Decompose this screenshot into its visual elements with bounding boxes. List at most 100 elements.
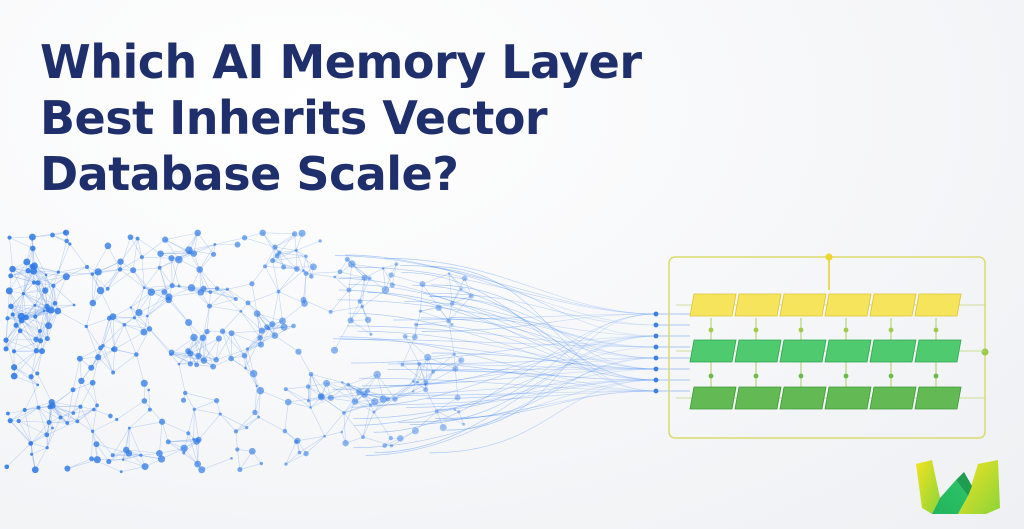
vector-point xyxy=(31,280,37,285)
vector-point xyxy=(42,287,49,294)
vector-point xyxy=(323,379,331,387)
yellow-block xyxy=(689,293,737,317)
vector-point xyxy=(208,290,213,295)
flow-line xyxy=(446,313,657,431)
vector-point xyxy=(282,428,288,434)
flow-line xyxy=(374,335,657,453)
vector-point xyxy=(156,449,163,457)
vector-point xyxy=(89,299,97,307)
vector-point xyxy=(418,309,422,313)
vector-point xyxy=(52,300,58,306)
flow-line xyxy=(404,301,657,348)
vector-point xyxy=(36,383,40,387)
vector-point xyxy=(234,241,241,248)
vector-point xyxy=(388,435,393,441)
vector-point xyxy=(361,435,365,440)
vector-point xyxy=(459,287,463,291)
vector-point xyxy=(147,407,152,412)
vector-point xyxy=(328,309,333,314)
vector-point xyxy=(453,408,457,412)
vector-point xyxy=(214,286,220,291)
vector-point xyxy=(280,323,288,331)
vector-point xyxy=(89,456,94,462)
vector-point xyxy=(111,347,115,351)
vector-point xyxy=(161,288,168,295)
flow-line xyxy=(429,379,657,454)
vector-point xyxy=(458,357,465,364)
vector-point xyxy=(249,281,255,287)
vector-point xyxy=(272,244,278,250)
vector-point xyxy=(180,397,187,403)
vector-point xyxy=(119,470,123,474)
vector-point xyxy=(228,330,235,337)
green-block xyxy=(914,339,962,363)
vector-point xyxy=(369,332,373,336)
flow-line xyxy=(401,272,657,392)
green-block xyxy=(824,339,872,363)
vector-point xyxy=(249,369,258,378)
vector-point xyxy=(394,262,399,266)
vector-point xyxy=(93,441,100,448)
vector-point xyxy=(183,390,188,396)
flow-line xyxy=(430,266,657,392)
flow-line xyxy=(353,346,657,426)
vector-point xyxy=(3,337,9,343)
vector-point xyxy=(37,338,44,344)
flow-line xyxy=(347,325,657,348)
flow-line xyxy=(389,335,657,387)
vector-point xyxy=(158,418,166,425)
vector-point xyxy=(371,398,379,406)
vector-point xyxy=(30,452,34,456)
vector-point xyxy=(111,370,116,375)
vector-point xyxy=(185,318,193,327)
vector-point xyxy=(88,364,95,371)
vector-point xyxy=(8,273,14,279)
vector-point xyxy=(452,365,459,372)
vector-point xyxy=(186,431,191,436)
vector-point xyxy=(308,371,314,377)
yellow-block xyxy=(869,293,917,317)
vector-point xyxy=(44,303,50,310)
flow-line xyxy=(332,338,657,370)
flow-line xyxy=(387,368,657,371)
vector-point xyxy=(397,435,404,442)
vector-point xyxy=(96,286,105,295)
vector-point xyxy=(93,456,101,464)
vector-point xyxy=(346,287,352,293)
vector-point xyxy=(257,341,265,348)
flow-line xyxy=(388,363,657,370)
vector-point xyxy=(135,236,140,241)
vector-point xyxy=(7,418,13,424)
vector-point xyxy=(293,439,299,445)
vector-point xyxy=(257,415,261,419)
vector-point xyxy=(309,406,312,409)
vector-point xyxy=(147,288,156,296)
vector-point xyxy=(11,349,17,354)
flow-line xyxy=(436,313,657,410)
vector-point xyxy=(431,369,436,374)
vector-point xyxy=(44,273,48,277)
vector-point xyxy=(219,328,226,334)
vector-point xyxy=(252,409,258,416)
flow-line xyxy=(338,277,657,370)
vector-point xyxy=(44,336,50,342)
vector-point xyxy=(342,410,346,415)
vector-point xyxy=(71,411,76,415)
vector-point xyxy=(385,397,391,402)
vector-point xyxy=(357,299,363,304)
vector-point xyxy=(146,314,149,318)
flow-line xyxy=(338,289,657,370)
vector-point xyxy=(248,447,256,455)
vector-point xyxy=(346,382,351,387)
vector-point xyxy=(367,276,372,281)
vector-point xyxy=(185,348,191,354)
vector-point xyxy=(95,403,99,408)
vector-point xyxy=(356,388,363,396)
vector-point xyxy=(89,379,96,386)
vector-point xyxy=(434,409,439,414)
vector-point xyxy=(90,272,94,276)
vector-point xyxy=(381,286,390,294)
dark-green-block xyxy=(914,386,962,410)
vector-point xyxy=(84,264,89,269)
vector-point xyxy=(106,458,112,465)
